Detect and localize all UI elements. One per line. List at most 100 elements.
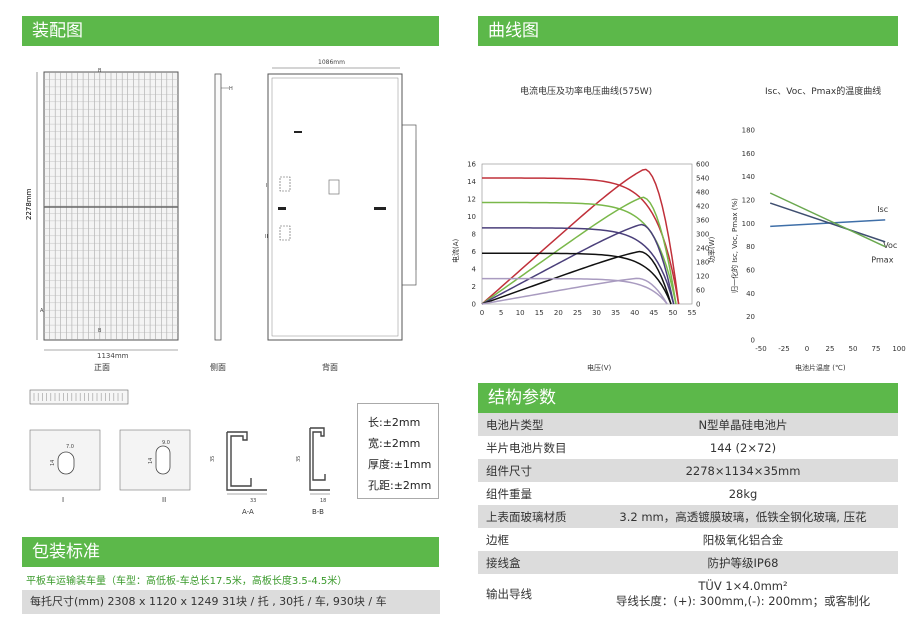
cable-line-1: TÜV 1×4.0mm² [698,579,788,593]
side-label: 侧面 [210,362,226,372]
temp-y-tick: 20 [746,313,755,321]
row-value: 防护等级IP68 [588,551,898,574]
row-key: 组件尺寸 [478,459,588,482]
tolerance-box: 长:±2mm 宽:±2mm 厚度:±1mm 孔距:±2mm [357,403,439,499]
temp-x-tick: 75 [872,345,881,353]
iv-ylabel: 电流(A) [451,238,460,263]
height-dim: 2278mm [25,188,33,220]
mark-ii: II [265,234,268,240]
iv-y2-tick: 480 [696,189,709,197]
iv-x-tick: 30 [592,309,601,317]
temp-y-tick: 40 [746,290,755,298]
iv-x-tick: 0 [480,309,484,317]
front-label: 正面 [94,363,110,372]
temp-y-tick: 180 [742,127,755,135]
temp-y-tick: 60 [746,267,755,275]
iv-curve [481,277,668,305]
iv-y-tick: 0 [472,301,476,309]
iv-chart-title: 电流电压及功率电压曲线(575W) [520,85,652,97]
dim-9: 9.0 [162,440,170,446]
iv-plot-frame [481,163,693,305]
mark-i: I [266,183,267,189]
back-view: 1086mm I II 背面 [265,59,417,372]
temp-xlabel: 电池片温度 (℃) [795,363,846,372]
cable-line-2: 导线长度：(+): 300mm,(-): 200mm；或客制化 [615,594,871,608]
temp-y-tick: 160 [742,150,755,158]
iv-x-tick: 35 [611,309,620,317]
row-value: 阳极氧化铝合金 [588,528,898,551]
iv-x-tick: 40 [630,309,639,317]
temp-series-label: Voc [883,241,897,250]
pv-curve [481,196,677,305]
temp-series-line [769,202,886,243]
temp-y-tick: 80 [746,243,755,251]
iv-y2label: 功率(W) [707,236,715,263]
pv-curve [481,168,680,305]
row-key: 半片电池片数目 [478,436,588,459]
row-value: 28kg [588,482,898,505]
tolerance-width: 宽:±2mm [368,437,421,450]
packaging-header: 包装标准 [22,537,439,567]
iv-curve [481,177,680,305]
iv-y2-tick: 420 [696,203,709,211]
temp-chart-title: Isc、Voc、Pmax的温度曲线 [765,85,881,97]
iv-y-tick: 8 [472,231,476,239]
iv-y2-tick: 600 [696,161,709,169]
row-value: N型单晶硅电池片 [588,413,898,436]
temp-x-tick: 0 [805,345,809,353]
frame-details: 7.0 14 I 9.0 14 II 35 33 A-A 35 18 B-B [29,389,330,516]
iv-y2-tick: 540 [696,175,709,183]
iv-y2-tick: 360 [696,217,709,225]
dim-35-aa: 35 [210,456,216,462]
row-key: 电池片类型 [478,413,588,436]
curves-header: 曲线图 [478,16,898,46]
back-width-dim: 1086mm [318,59,345,66]
iv-y-tick: 16 [467,161,476,169]
temp-x-tick: 100 [892,345,905,353]
iv-x-tick: 55 [688,309,697,317]
iv-x-tick: 20 [554,309,563,317]
temp-chart: Isc、Voc、Pmax的温度曲线 归一化的 Isc, Voc, Pmax (%… [730,85,906,372]
temp-x-tick: 50 [849,345,858,353]
temp-x-tick: 25 [826,345,835,353]
temp-y-tick: 0 [751,337,755,345]
iv-xlabel: 电压(V) [587,363,612,372]
iv-y-tick: 2 [472,283,476,291]
temp-series-label: Isc [877,205,888,214]
structure-header: 结构参数 [478,383,898,413]
iv-x-tick: 10 [516,309,525,317]
pv-curve [481,250,672,305]
tolerance-hole: 孔距:±2mm [368,479,432,492]
iv-y-tick: 12 [467,196,476,204]
iv-x-tick: 15 [535,309,544,317]
iv-curve [481,252,672,305]
temp-x-tick: -50 [755,345,766,353]
dim-18: 18 [320,498,326,504]
pv-curve [481,277,668,305]
iv-y-tick: 4 [472,266,477,274]
temp-y-tick: 100 [742,220,755,228]
iv-y2-tick: 0 [696,301,700,309]
temp-y-tick: 140 [742,173,755,181]
assembly-header: 装配图 [22,16,439,46]
iv-y-tick: 10 [467,213,476,221]
section-bb-label: B-B [312,508,324,516]
iv-y2-tick: 300 [696,231,709,239]
dim-33: 33 [250,498,256,504]
front-view: 2278mm 1134mm B B A 正面 [25,68,179,372]
row-key: 组件重量 [478,482,588,505]
packaging-row: 每托尺寸(mm) 2308 x 1120 x 1249 31块 / 托 , 30… [22,590,440,614]
table-row: 接线盒防护等级IP68 [478,551,898,574]
temp-ylabel: 归一化的 Isc, Voc, Pmax (%) [730,198,739,293]
iv-y2-tick: 60 [696,287,705,295]
row-key: 接线盒 [478,551,588,574]
iv-y2-tick: 180 [696,259,709,267]
row-value: 3.2 mm，高透镀膜玻璃，低铁全钢化玻璃, 压花 [588,505,898,528]
iv-y2-tick: 120 [696,273,709,281]
iv-curve [481,227,675,305]
